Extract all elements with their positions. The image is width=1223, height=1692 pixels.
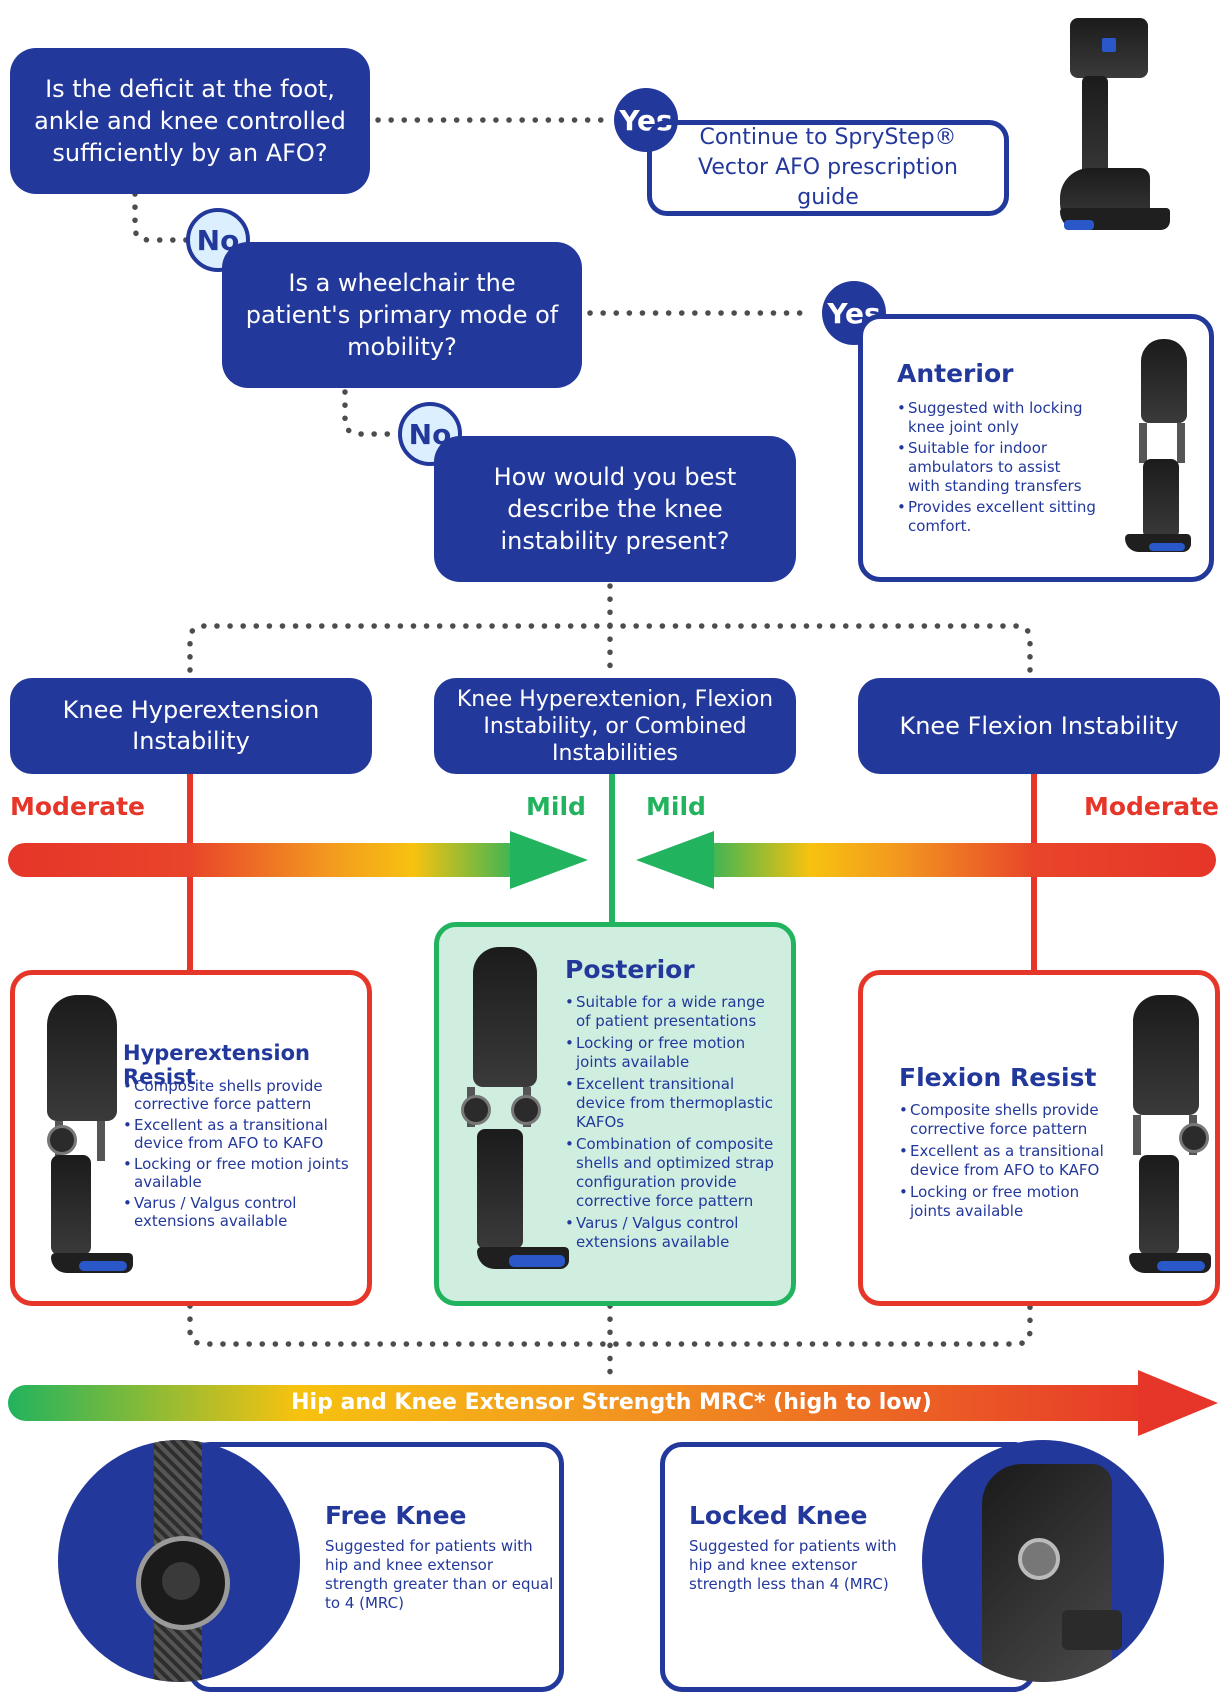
category-flexion-label: Knee Flexion Instability [899,711,1179,740]
flexion-resist-card[interactable]: Flexion Resist Composite shells provide … [858,970,1220,1306]
hyperextension-brace-image [37,995,137,1285]
anterior-title: Anterior [897,359,1014,388]
severity-arrowhead-right [636,831,714,889]
strength-bar-label: Hip and Knee Extensor Strength MRC* (hig… [291,1390,932,1415]
category-combined-label: Knee Hyperextenion, Flexion Instability,… [456,686,774,766]
severity-right-moderate: Moderate [1083,792,1219,821]
anterior-card[interactable]: Anterior Suggested with locking knee joi… [858,314,1214,582]
list-item: Suitable for indoor ambulators to assist… [897,439,1097,496]
no-badge-afo: No [186,208,250,272]
flexion-resist-title: Flexion Resist [899,1063,1097,1092]
severity-left-moderate: Moderate [10,792,146,821]
posterior-card[interactable]: Posterior Suitable for a wide range of p… [434,922,796,1306]
severity-bar-right [696,843,1216,877]
list-item: Varus / Valgus control extensions availa… [123,1194,349,1230]
posterior-brace-image [461,947,571,1287]
category-hyperextension-label: Knee Hyperextension Instability [62,696,320,755]
question-knee-instability-text: How would you best describe the knee ins… [493,463,737,555]
list-item: Locking or free motion joints available [123,1155,349,1191]
severity-right-mild: Mild [646,792,706,821]
list-item: Excellent transitional device from therm… [565,1075,779,1132]
free-knee-title: Free Knee [325,1501,467,1530]
question-afo-box: Is the deficit at the foot, ankle and kn… [10,48,370,194]
severity-arrowhead-left [510,831,588,889]
list-item: Composite shells provide corrective forc… [899,1101,1109,1139]
list-item: Combination of composite shells and opti… [565,1135,779,1211]
severity-left-mild: Mild [526,792,586,821]
question-afo-text: Is the deficit at the foot, ankle and kn… [34,75,346,167]
severity-bar-left [8,843,528,877]
anterior-brace-image [1113,339,1203,567]
connector-q2-no [342,389,395,437]
locked-knee-image [922,1440,1164,1682]
afo-brace-image [1040,8,1170,258]
free-knee-text: Suggested for patients with hip and knee… [325,1537,554,1612]
category-combined[interactable]: Knee Hyperextenion, Flexion Instability,… [434,678,796,774]
connector-bottom [187,1303,1033,1347]
list-item: Suitable for a wide range of patient pre… [565,993,779,1031]
sprystep-guide-box[interactable]: Continue to SpryStep® Vector AFO prescri… [647,120,1009,216]
list-item: Provides excellent sitting comfort. [897,498,1097,536]
flexion-resist-list: Composite shells provide corrective forc… [899,1101,1109,1221]
posterior-title: Posterior [565,955,695,984]
category-flexion[interactable]: Knee Flexion Instability [858,678,1220,774]
list-item: Locking or free motion joints available [565,1034,779,1072]
connector-q1-no [132,191,193,243]
question-wheelchair-text: Is a wheelchair the patient's primary mo… [245,269,559,361]
hyperextension-resist-card[interactable]: Hyperextension Resist Composite shells p… [10,970,372,1306]
question-wheelchair-box: Is a wheelchair the patient's primary mo… [222,242,582,388]
locked-knee-text: Suggested for patients with hip and knee… [689,1537,897,1593]
category-hyperextension[interactable]: Knee Hyperextension Instability [10,678,372,774]
flexion-brace-image [1113,995,1213,1285]
list-item: Composite shells provide corrective forc… [123,1077,349,1113]
free-knee-image [58,1440,300,1682]
question-knee-instability-box: How would you best describe the knee ins… [434,436,796,582]
sprystep-guide-text: Continue to SpryStep® Vector AFO prescri… [698,125,958,210]
anterior-list: Suggested with locking knee joint only S… [897,399,1097,536]
list-item: Suggested with locking knee joint only [897,399,1097,437]
locked-knee-title: Locked Knee [689,1501,868,1530]
list-item: Locking or free motion joints available [899,1183,1109,1221]
strength-arrowhead [1138,1370,1218,1436]
hyperextension-resist-list: Composite shells provide corrective forc… [123,1077,349,1230]
strength-bar-body [8,1385,1168,1421]
list-item: Varus / Valgus control extensions availa… [565,1214,779,1252]
list-item: Excellent as a transitional device from … [123,1116,349,1152]
posterior-list: Suitable for a wide range of patient pre… [565,993,779,1252]
list-item: Excellent as a transitional device from … [899,1142,1109,1180]
